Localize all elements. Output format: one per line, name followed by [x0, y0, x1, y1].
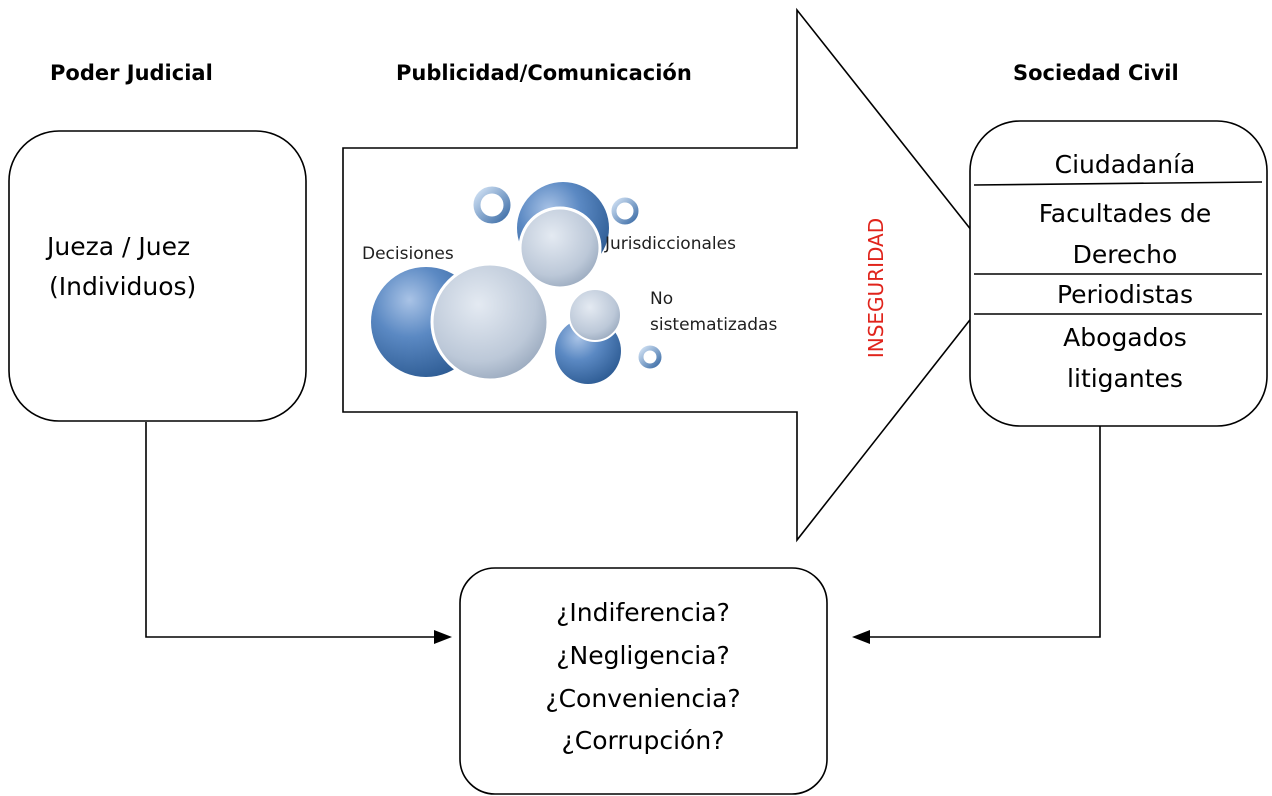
header-poder-judicial: Poder Judicial [50, 61, 213, 85]
judiciary-box-line2: (Individuos) [49, 272, 196, 301]
civil-society-list: Ciudadanía Facultades de Derecho Periodi… [973, 150, 1263, 393]
ring-small-3-icon [638, 345, 662, 369]
arrowhead-right-icon [852, 630, 870, 644]
question-conveniencia: ¿Conveniencia? [545, 684, 740, 713]
civil-item-ciudadania: Ciudadanía [1055, 150, 1196, 179]
arrowhead-left-icon [434, 630, 452, 644]
header-sociedad-civil: Sociedad Civil [1013, 61, 1179, 85]
bubble-upper-light [518, 206, 602, 290]
connector-judiciary-to-questions [145, 422, 438, 638]
header-publicidad-comunicacion: Publicidad/Comunicación [396, 61, 692, 85]
bubble-label-decisiones: Decisiones [362, 244, 454, 264]
civil-divider-1 [973, 181, 1263, 186]
civil-item-derecho: Derecho [1073, 240, 1178, 269]
bubble-large-light [430, 262, 550, 382]
question-indiferencia: ¿Indiferencia? [556, 598, 730, 627]
bubble-label-jurisdiccionales: Jurisdiccionales [604, 234, 736, 254]
connector-civil-to-questions [870, 426, 1101, 638]
civil-item-abogados: Abogados [1063, 323, 1187, 352]
civil-item-litigantes: litigantes [1067, 364, 1183, 393]
civil-item-periodistas: Periodistas [1057, 280, 1193, 309]
ring-small-1-icon [473, 186, 511, 224]
bubble-small-light [568, 288, 622, 342]
questions-box [459, 567, 828, 795]
bubble-label-sistematizadas: sistematizadas [650, 315, 777, 335]
civil-item-facultades: Facultades de [1039, 199, 1212, 228]
bubbles-graphic: Decisiones Jurisdiccionales No sistemati… [362, 182, 777, 384]
bubble-label-no: No [650, 289, 673, 309]
flow-arrow [342, 7, 1008, 543]
question-negligencia: ¿Negligencia? [556, 641, 730, 670]
question-corrupcion: ¿Corrupción? [562, 726, 725, 755]
judiciary-box-line1: Jueza / Juez [45, 232, 190, 261]
insecurity-label: INSEGURIDAD [864, 218, 888, 358]
ring-small-2-icon [611, 197, 639, 225]
judiciary-box [8, 130, 307, 422]
